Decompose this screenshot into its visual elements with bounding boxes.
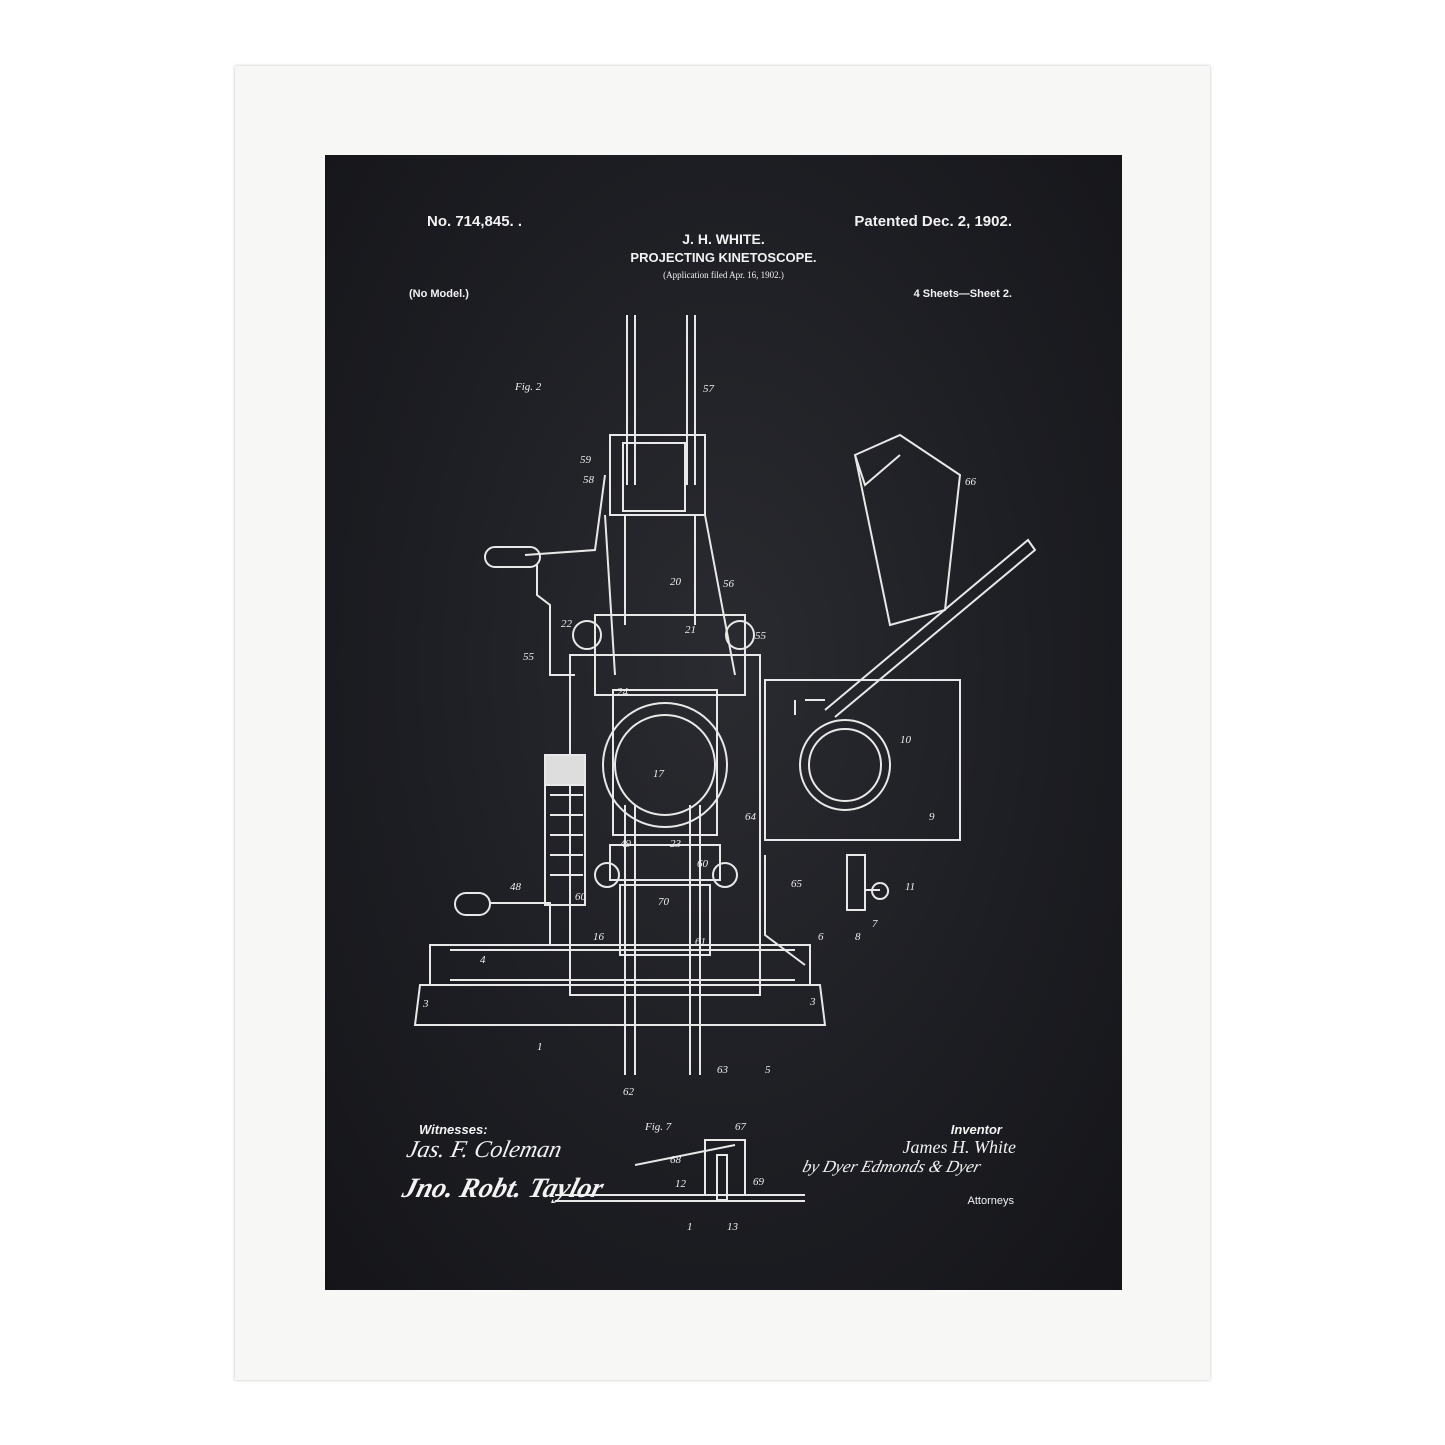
part-label: 68 bbox=[670, 1154, 682, 1166]
part-label: 55 bbox=[523, 651, 535, 663]
witness-1-signature: Jas. F. Coleman bbox=[404, 1137, 565, 1163]
attorney-signature: by Dyer Edmonds & Dyer bbox=[800, 1157, 984, 1176]
part-label: 1 bbox=[687, 1221, 693, 1233]
part-label: 69 bbox=[753, 1176, 765, 1188]
witnesses-label: Witnesses: bbox=[419, 1122, 488, 1137]
patent-date: Patented Dec. 2, 1902. bbox=[854, 213, 1012, 230]
part-label: 55 bbox=[755, 630, 767, 642]
part-label: 17 bbox=[653, 768, 665, 780]
part-label: 16 bbox=[593, 931, 605, 943]
fig-main-label: Fig. 2 bbox=[514, 381, 542, 393]
part-label: 48 bbox=[510, 881, 522, 893]
part-label: 10 bbox=[900, 734, 912, 746]
part-label: 62 bbox=[623, 1086, 635, 1098]
part-label: 9 bbox=[929, 811, 935, 823]
part-label: 60 bbox=[697, 858, 709, 870]
part-label: 11 bbox=[905, 881, 915, 893]
part-label: 3 bbox=[809, 996, 816, 1008]
part-label: 56 bbox=[723, 578, 735, 590]
fig-detail-label: Fig. 7 bbox=[644, 1121, 672, 1133]
part-label: 66 bbox=[965, 476, 977, 488]
part-label: 23 bbox=[670, 838, 682, 850]
part-label: 6 bbox=[818, 931, 824, 943]
part-label: 13 bbox=[727, 1221, 739, 1233]
part-label: 64 bbox=[745, 811, 757, 823]
part-label: 24 bbox=[617, 686, 629, 698]
part-label: 63 bbox=[717, 1064, 729, 1076]
model-note: (No Model.) bbox=[409, 288, 469, 300]
part-label: 67 bbox=[735, 1121, 747, 1133]
attorneys-label: Attorneys bbox=[967, 1195, 1014, 1207]
part-label: 65 bbox=[791, 878, 803, 890]
part-label: 49 bbox=[620, 838, 632, 850]
part-label: 21 bbox=[685, 624, 696, 636]
sheet-number: 4 Sheets—Sheet 2. bbox=[913, 288, 1012, 300]
application-date: (Application filed Apr. 16, 1902.) bbox=[663, 270, 784, 280]
inventor-label: Inventor bbox=[950, 1122, 1002, 1137]
patent-title: PROJECTING KINETOSCOPE. bbox=[630, 250, 817, 265]
part-label: 4 bbox=[480, 954, 486, 966]
part-label: 70 bbox=[658, 896, 670, 908]
part-label: 61 bbox=[695, 936, 706, 948]
part-label: 57 bbox=[703, 383, 715, 395]
inventor-name: James H. White bbox=[902, 1137, 1016, 1157]
part-label: 7 bbox=[872, 918, 878, 930]
part-label: 22 bbox=[561, 618, 573, 630]
part-label: 60 bbox=[575, 891, 587, 903]
witness-2-signature: Jno. Robt. Taylor bbox=[398, 1173, 607, 1204]
part-label: 58 bbox=[583, 474, 595, 486]
inventor-short: J. H. WHITE. bbox=[682, 231, 765, 247]
part-label: 3 bbox=[422, 998, 429, 1010]
part-label: 5 bbox=[765, 1064, 771, 1076]
part-label: 8 bbox=[855, 931, 861, 943]
part-label: 20 bbox=[670, 576, 682, 588]
part-label: 59 bbox=[580, 454, 592, 466]
part-label: 1 bbox=[537, 1041, 543, 1053]
patent-drawing: Fig. 2 Fig. 7 57 59 58 56 20 21 22 55 55… bbox=[413, 315, 1037, 1233]
patent-poster: No. 714,845. . Patented Dec. 2, 1902. J.… bbox=[325, 155, 1122, 1290]
patent-number: No. 714,845. . bbox=[427, 213, 523, 230]
part-label: 12 bbox=[675, 1178, 687, 1190]
